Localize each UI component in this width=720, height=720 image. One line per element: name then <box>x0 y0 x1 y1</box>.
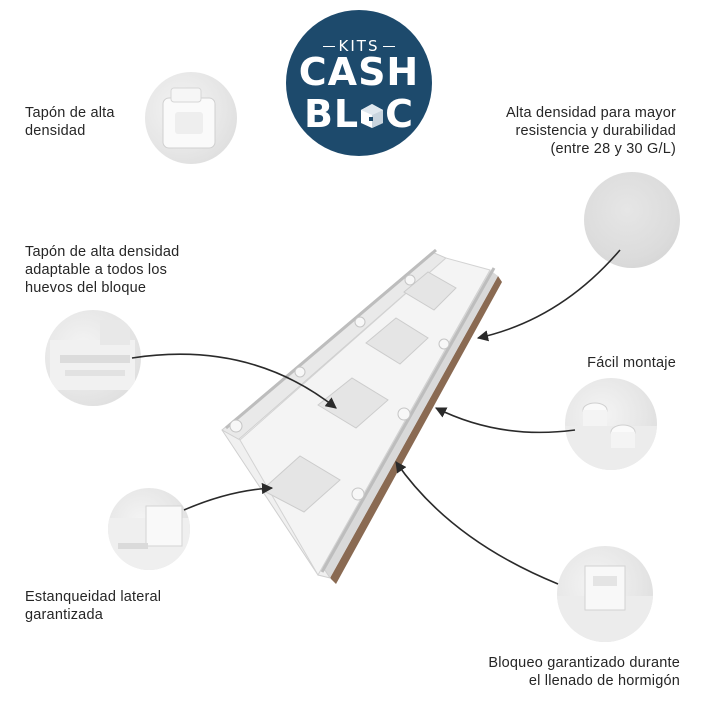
cap-adaptable-illustration <box>50 320 135 390</box>
logo-cash-text: CASH <box>298 50 420 94</box>
cap-illustration <box>162 87 216 149</box>
cashbloc-logo: KITS CASH BL C <box>286 10 432 156</box>
label-locking: Bloqueo garantizado durante el llenado d… <box>488 655 680 689</box>
detail-density-photo <box>584 172 680 268</box>
label-high-density: Alta densidad para mayor resistencia y d… <box>505 105 676 157</box>
label-side-sealing: Estanqueidad lateral garantizada <box>25 589 162 623</box>
detail-sealing-photo <box>108 488 190 570</box>
label-cap-adaptable: Tapón de alta densidad adaptable a todos… <box>25 244 180 296</box>
arrow-density <box>476 249 621 342</box>
detail-locking-photo <box>557 546 653 642</box>
arrow-locking <box>395 461 559 585</box>
logo-bl-text: BL <box>303 92 360 136</box>
arrow-cap-adaptable <box>131 353 337 409</box>
detail-cap-photo <box>145 72 237 164</box>
label-cap-high-density: Tapón de alta densidad <box>25 105 115 139</box>
arrow-assembly <box>434 407 576 434</box>
foam-block <box>221 248 502 584</box>
logo-bloc-line: BL C <box>286 94 432 134</box>
arrow-sealing <box>183 482 274 511</box>
detail-cap-adaptable-photo <box>45 310 141 406</box>
logo-c-text: C <box>385 92 415 136</box>
logo-kits-text: KITS <box>286 37 432 55</box>
cube-icon <box>361 104 384 128</box>
label-easy-assembly: Fácil montaje <box>587 355 676 371</box>
